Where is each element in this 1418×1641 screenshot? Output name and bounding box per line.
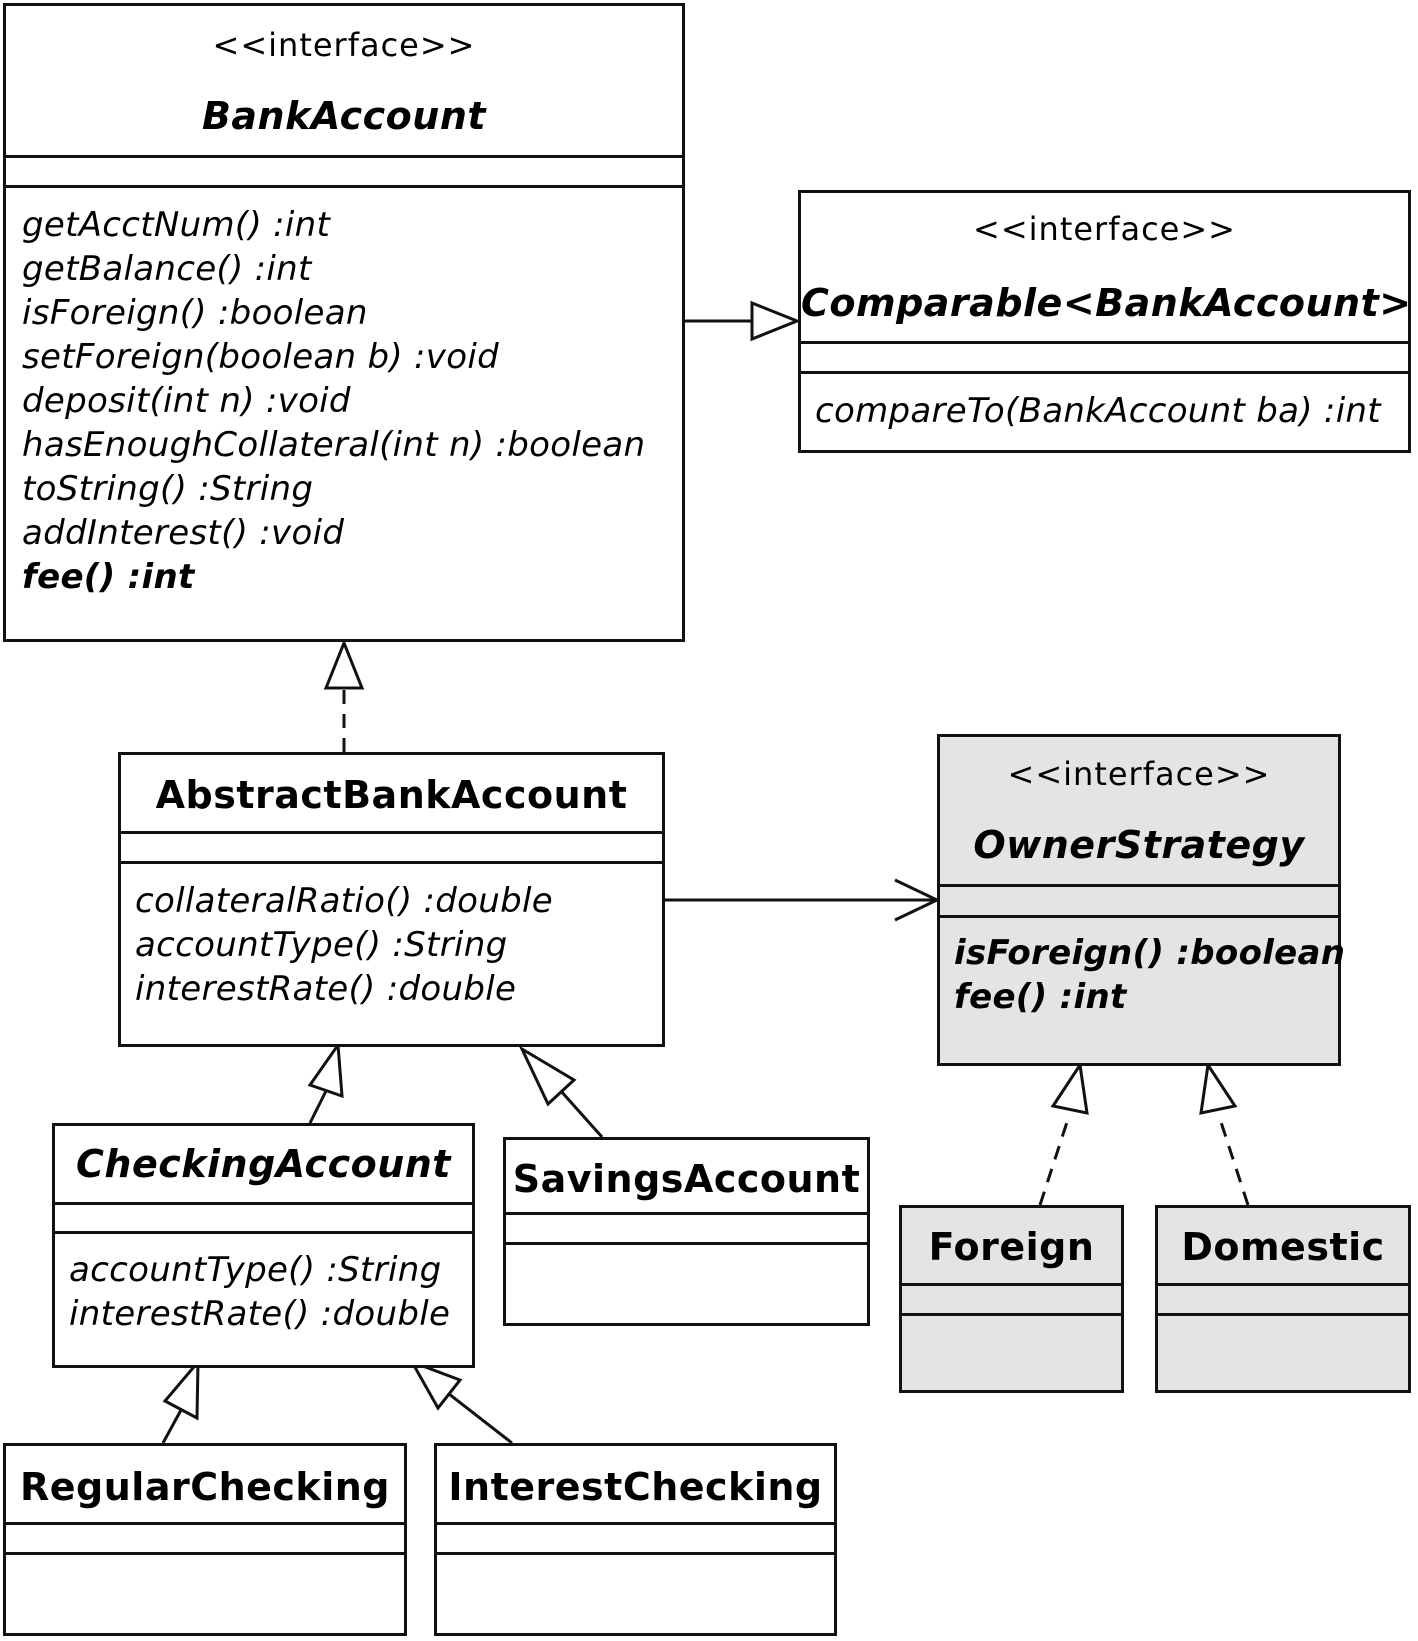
class-regular-checking: RegularChecking [3,1443,407,1636]
operation: getBalance() :int [22,249,312,289]
operation: hasEnoughCollateral(int n) :boolean [22,425,646,465]
domestic-operations-separator [1158,1313,1408,1316]
abstract-bank-account-operations: collateralRatio() :double accountType() … [135,879,662,1011]
operation: setForeign(boolean b) :void [22,337,499,377]
abstract-bank-account-operations-separator [121,861,662,864]
bank-account-attributes-separator [6,155,682,158]
operation: accountType() :String [135,925,508,965]
class-abstract-bank-account: AbstractBankAccount collateralRatio() :d… [118,752,665,1047]
owner-strategy-operations-separator [940,915,1338,918]
operation: interestRate() :double [69,1294,451,1334]
regularchecking-extends-checking-arrowhead [162,1357,200,1421]
class-domestic: Domestic [1155,1205,1411,1393]
interestchecking-extends-checking-line [448,1392,513,1445]
domestic-implements-ownerstrategy-arrowhead [1199,1060,1238,1115]
checking-account-attributes-separator [55,1202,472,1205]
owner-strategy-operations: isForeign() :boolean fee() :int [954,931,1346,1019]
operation: fee() :int [22,557,195,597]
foreign-operations-separator [902,1313,1121,1316]
abstractbankaccount-implements-bankaccount-arrowhead [323,638,365,690]
operation: toString() :String [22,469,314,509]
savingsaccount-extends-abstract-line [558,1089,604,1138]
savings-account-attributes-separator [506,1212,867,1215]
owner-strategy-stereotype: <<interface>> [1007,755,1271,793]
class-savings-account: SavingsAccount [503,1137,870,1326]
class-owner-strategy: <<interface>> OwnerStrategy isForeign() … [937,734,1346,1066]
savings-account-name: SavingsAccount [512,1157,861,1201]
operation: compareTo(BankAccount ba) :int [815,391,1381,431]
operation: accountType() :String [69,1250,442,1290]
interest-checking-name: InterestChecking [448,1465,823,1509]
regularchecking-extends-checking-line [161,1409,183,1444]
abstract-bank-account-attributes-separator [121,831,662,834]
comparable-attributes-separator [801,341,1408,344]
comparable-name: Comparable<BankAccount> [801,281,1412,325]
operation: isForeign() :boolean [954,933,1346,973]
operation: getAcctNum() :int [22,205,331,245]
comparable-stereotype: <<interface>> [973,210,1236,248]
class-foreign: Foreign [899,1205,1124,1393]
operation: fee() :int [954,977,1127,1017]
abstract-bank-account-name: AbstractBankAccount [155,773,628,817]
owner-strategy-name: OwnerStrategy [973,823,1305,867]
bank-account-operations-separator [6,185,682,188]
operation: addInterest() :void [22,513,345,553]
bank-account-name: BankAccount [201,94,487,138]
comparable-operations-separator [801,371,1408,374]
foreign-implements-ownerstrategy-arrowhead [1050,1060,1089,1115]
class-checking-account: CheckingAccount accountType() :String in… [52,1123,475,1368]
operation: isForeign() :boolean [22,293,368,333]
interest-checking-attributes-separator [437,1522,834,1525]
checking-account-operations-separator [55,1231,472,1234]
regular-checking-operations-separator [6,1552,404,1555]
foreign-implements-ownerstrategy-line [1038,1115,1071,1206]
operation: collateralRatio() :double [135,881,553,921]
interestchecking-extends-checking-arrowhead [408,1359,463,1411]
savingsaccount-extends-abstract-arrowhead [518,1045,577,1107]
regular-checking-attributes-separator [6,1522,404,1525]
checkingaccount-extends-abstract-line [308,1090,328,1124]
checking-account-name: CheckingAccount [76,1142,451,1186]
operation: deposit(int n) :void [22,381,351,421]
owner-strategy-attributes-separator [940,884,1338,887]
checking-account-operations: accountType() :String interestRate() :do… [69,1248,472,1336]
domestic-implements-ownerstrategy-line [1217,1115,1250,1206]
savings-account-operations-separator [506,1242,867,1245]
domestic-name: Domestic [1181,1225,1385,1269]
bank-account-operations: getAcctNum() :int getBalance() :int isFo… [22,203,682,599]
interest-checking-operations-separator [437,1552,834,1555]
foreign-attributes-separator [902,1283,1121,1286]
operation: interestRate() :double [135,969,517,1009]
bankaccount-extends-comparable-arrowhead [750,300,802,342]
class-comparable: <<interface>> Comparable<BankAccount> co… [798,190,1411,453]
domestic-attributes-separator [1158,1283,1408,1286]
comparable-operations: compareTo(BankAccount ba) :int [815,389,1408,433]
foreign-name: Foreign [928,1225,1095,1269]
regular-checking-name: RegularChecking [20,1465,390,1509]
class-interest-checking: InterestChecking [434,1443,837,1636]
checkingaccount-extends-abstract-arrowhead [307,1040,344,1099]
bank-account-stereotype: <<interface>> [212,26,476,64]
class-bank-account: <<interface>> BankAccount getAcctNum() :… [3,3,685,642]
